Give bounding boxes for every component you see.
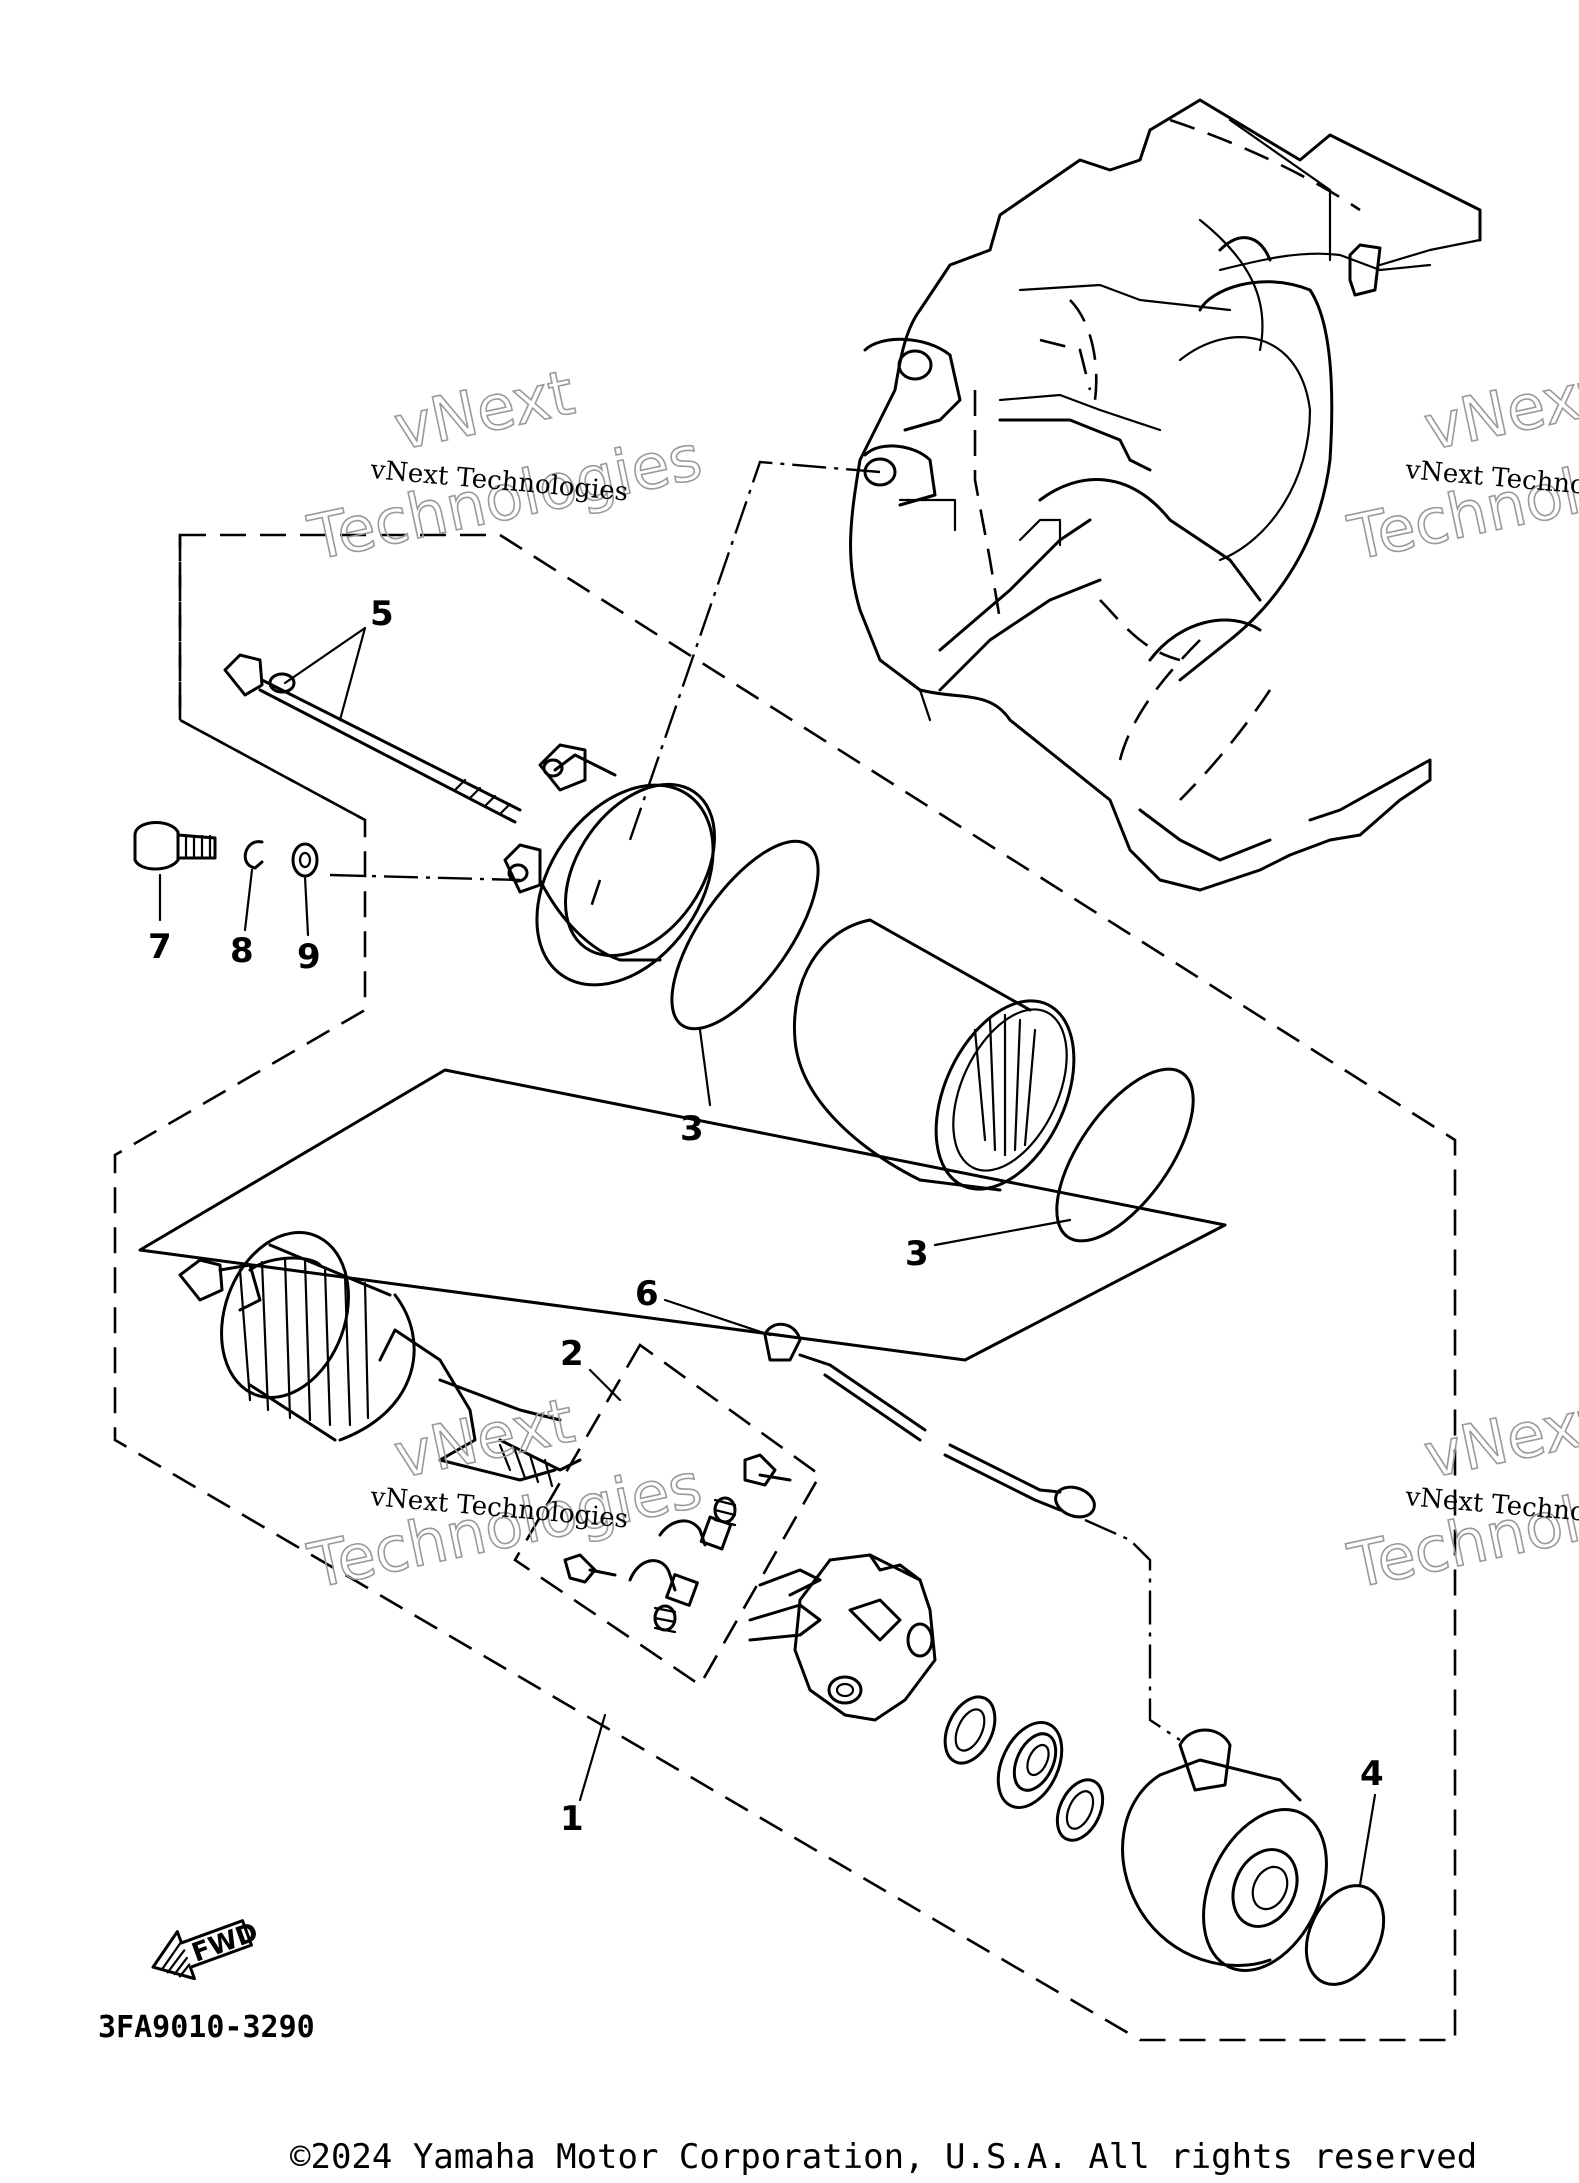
watermark-middle-right: vNext Technologies vNext Technologies <box>1341 1383 1579 1604</box>
callout-2: 2 <box>560 1334 584 1374</box>
seal-rear <box>943 1695 997 1765</box>
callout-3a: 3 <box>680 1109 704 1149</box>
o-ring-part-4 <box>1304 1884 1386 1986</box>
assembly-boundary <box>113 533 1457 2042</box>
fwd-arrow: FWD <box>151 1917 262 1981</box>
svg-text:vNext: vNext <box>1418 356 1579 465</box>
callout-9: 9 <box>297 937 321 977</box>
callout-8: 8 <box>230 931 254 971</box>
copyright-notice: ©2024 Yamaha Motor Corporation, U.S.A. A… <box>290 2137 1478 2177</box>
svg-text:Technologies: Technologies <box>302 420 708 574</box>
watermark-top-left: vNext Technologies vNext Technologies <box>301 355 708 576</box>
watermark-middle-left: vNext Technologies vNext Technologies <box>301 1383 708 1604</box>
engine-crankcase <box>849 98 1482 892</box>
callouts: 1 2 3 3 4 5 6 7 8 9 <box>148 594 1384 1839</box>
callout-4: 4 <box>1360 1754 1384 1794</box>
bolt-part-7 <box>133 821 217 871</box>
callout-6: 6 <box>635 1274 659 1314</box>
callout-7: 7 <box>148 927 172 967</box>
svg-text:vNext: vNext <box>388 356 580 465</box>
fwd-label: FWD <box>188 1917 262 1968</box>
through-bolt <box>223 653 522 824</box>
svg-text:Technologies: Technologies <box>302 1448 708 1602</box>
callout-leaders <box>158 626 1377 1887</box>
armature-group-outline <box>138 1068 1227 1362</box>
washer-rear <box>1055 1778 1105 1842</box>
svg-text:vNext: vNext <box>388 1384 580 1493</box>
armature <box>178 1231 582 1488</box>
o-ring-rear <box>1055 1067 1195 1243</box>
alignment-leaders <box>329 460 1181 1741</box>
front-cover-bracket <box>503 743 716 987</box>
svg-text:vNext: vNext <box>1418 1384 1579 1493</box>
yoke-housing <box>792 918 1076 1192</box>
rear-cover <box>1121 1728 1328 1972</box>
o-ring-front <box>670 839 820 1031</box>
brush-holder-parts <box>563 1453 792 1634</box>
washer-part-9 <box>291 842 319 878</box>
callout-5: 5 <box>370 594 394 634</box>
callout-3b: 3 <box>905 1234 929 1274</box>
lead-wire <box>763 1322 1096 1519</box>
brush-plate <box>748 1553 937 1722</box>
clip-part-8 <box>243 840 264 870</box>
callout-1: 1 <box>560 1799 584 1839</box>
drawing-code: 3FA9010-3290 <box>98 2010 315 2045</box>
watermark-top-right: vNext Technologies vNext Technologies <box>1341 355 1579 576</box>
bearing <box>996 1721 1064 1809</box>
